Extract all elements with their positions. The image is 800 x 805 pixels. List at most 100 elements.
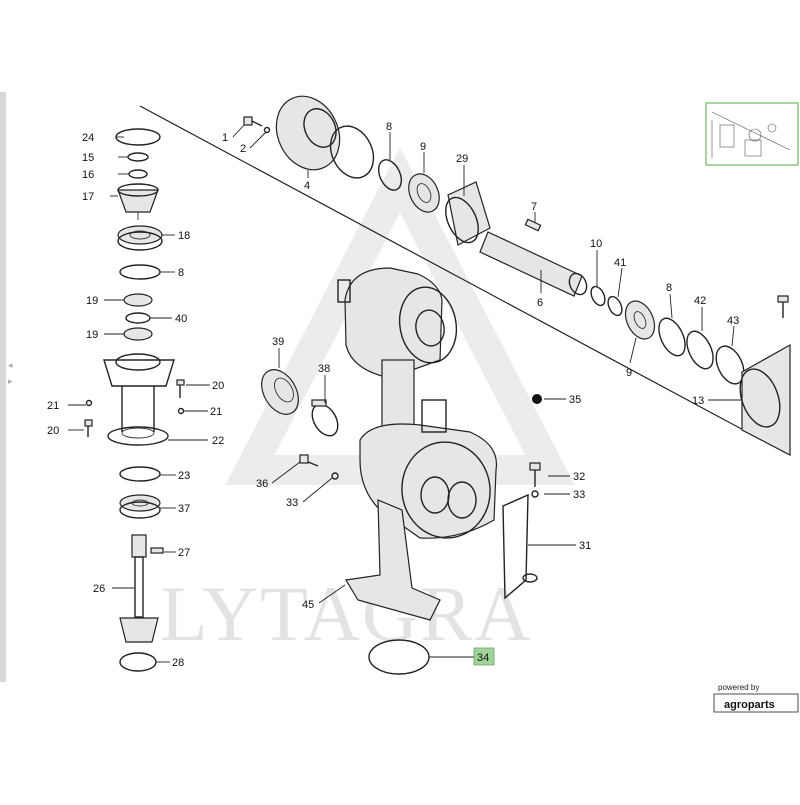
part-8-shim-top (377, 159, 403, 191)
callout-28[interactable]: 28 (172, 657, 184, 669)
agroparts-badge[interactable]: powered by agroparts (713, 683, 799, 713)
callout-4[interactable]: 4 (304, 180, 310, 192)
callout-22[interactable]: 22 (212, 435, 224, 447)
callout-9-top[interactable]: 9 (420, 141, 426, 153)
part-10-circlip (590, 285, 606, 307)
part-43-circlip (715, 345, 745, 385)
callout-18[interactable]: 18 (178, 230, 190, 242)
part-8-shim-right (658, 317, 686, 357)
overview-thumbnail[interactable] (705, 102, 799, 166)
expand-arrow-icon[interactable]: ▸ (8, 376, 13, 386)
powered-by-text: powered by (718, 683, 759, 692)
part-28-oring (119, 652, 157, 672)
callout-42[interactable]: 42 (694, 295, 706, 307)
callout-2[interactable]: 2 (240, 143, 246, 155)
part-16-ring (128, 169, 148, 179)
callout-37[interactable]: 37 (178, 503, 190, 515)
part-17-bevel-gear (117, 183, 159, 220)
callout-38[interactable]: 38 (318, 363, 330, 375)
callout-45[interactable]: 45 (302, 599, 314, 611)
part-32-bolt (529, 462, 541, 487)
callout-labels: 24 15 16 17 18 8 19 40 19 20 21 21 20 22… (47, 121, 739, 669)
callout-10[interactable]: 10 (590, 238, 602, 250)
callout-21-right[interactable]: 21 (210, 406, 222, 418)
part-33-washer-left (331, 472, 339, 480)
callout-29[interactable]: 29 (456, 153, 468, 165)
callout-8-top[interactable]: 8 (386, 121, 392, 133)
part-26-pinion-shaft (119, 534, 159, 643)
part-bolt-right (777, 295, 789, 318)
callout-20-right[interactable]: 20 (212, 380, 224, 392)
callout-35[interactable]: 35 (569, 394, 581, 406)
part-45-support-leg (345, 499, 441, 621)
part-15-ring (127, 152, 149, 162)
callout-23[interactable]: 23 (178, 470, 190, 482)
callout-8-right[interactable]: 8 (666, 282, 672, 294)
part-35-marker (532, 394, 542, 404)
agroparts-logo: agroparts (724, 699, 775, 711)
callout-34-highlight[interactable] (473, 647, 495, 666)
callout-20-left[interactable]: 20 (47, 425, 59, 437)
part-19-seal-lower (123, 327, 153, 341)
callout-17[interactable]: 17 (82, 191, 94, 203)
part-8-ring (119, 264, 161, 280)
callout-7[interactable]: 7 (531, 201, 537, 213)
callout-40[interactable]: 40 (175, 313, 187, 325)
collapse-arrow-icon[interactable]: ◂ (8, 360, 13, 370)
callout-31[interactable]: 31 (579, 540, 591, 552)
part-4-flange (275, 95, 341, 171)
part-29-bevel-gear (445, 181, 491, 246)
callout-19-lower[interactable]: 19 (86, 329, 98, 341)
callout-26[interactable]: 26 (93, 583, 105, 595)
part-18-bearing (117, 225, 163, 251)
part-20-bolt-upper (176, 379, 185, 398)
callout-6[interactable]: 6 (537, 297, 543, 309)
part-2-washer (263, 126, 271, 134)
callout-43[interactable]: 43 (727, 315, 739, 327)
horizontal-shaft-assembly (243, 95, 791, 456)
part-31-shield (502, 493, 538, 600)
part-27-key (150, 547, 164, 554)
callout-8-left[interactable]: 8 (178, 267, 184, 279)
part-19-seal-upper (123, 293, 153, 307)
gearbox-assembly (261, 267, 541, 675)
callout-9-right[interactable]: 9 (626, 367, 632, 379)
callout-13[interactable]: 13 (692, 395, 704, 407)
callout-16[interactable]: 16 (82, 169, 94, 181)
callout-33-left[interactable]: 33 (286, 497, 298, 509)
callout-41[interactable]: 41 (614, 257, 626, 269)
part-33-washer-right (531, 490, 539, 498)
left-scroll-edge[interactable] (0, 92, 6, 682)
callout-15[interactable]: 15 (82, 152, 94, 164)
callout-1[interactable]: 1 (222, 132, 228, 144)
part-20-bolt-lower (84, 419, 93, 437)
callout-36[interactable]: 36 (256, 478, 268, 490)
part-6-shaft (479, 231, 588, 297)
part-9-bearing-top (408, 173, 440, 213)
part-23-ring (119, 466, 161, 482)
part-37-bearing (119, 494, 161, 519)
callout-19-upper[interactable]: 19 (86, 295, 98, 307)
input-gearbox-head (337, 267, 458, 379)
part-13-housing (739, 343, 791, 456)
part-22-tube-housing (103, 353, 175, 446)
part-41-shim (607, 295, 623, 317)
gearbox-column (381, 359, 415, 431)
watermark-text: LYTAGRA (160, 570, 533, 657)
callout-21-left[interactable]: 21 (47, 400, 59, 412)
part-38-clamp (311, 399, 339, 437)
part-21-washer-left (85, 399, 93, 407)
part-oring-flange (329, 125, 375, 179)
part-1-bolt (243, 116, 263, 127)
part-21-washer-right (177, 407, 185, 415)
callout-32[interactable]: 32 (573, 471, 585, 483)
part-7-key (524, 218, 542, 232)
callout-34[interactable]: 34 (477, 652, 489, 664)
callout-24[interactable]: 24 (82, 132, 94, 144)
section-boundary-line (139, 105, 791, 456)
callout-39[interactable]: 39 (272, 336, 284, 348)
callout-33-right[interactable]: 33 (573, 489, 585, 501)
callout-27[interactable]: 27 (178, 547, 190, 559)
